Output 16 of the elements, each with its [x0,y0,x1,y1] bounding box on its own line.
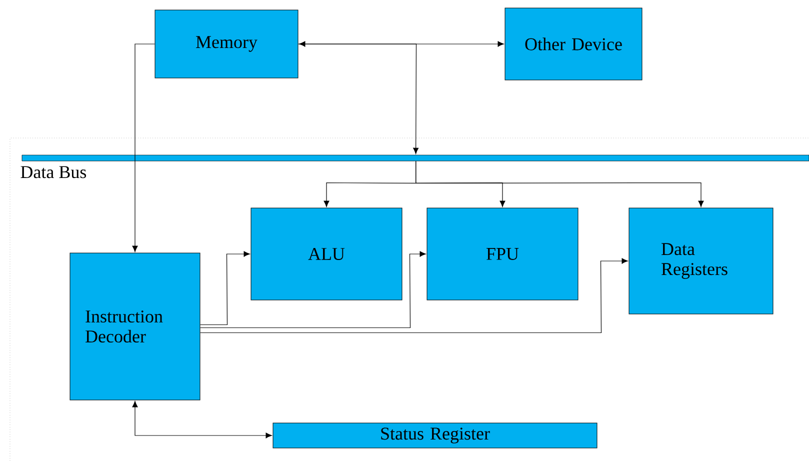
component-box: Other Device [504,8,642,80]
arrow [416,160,704,207]
arrow [200,251,426,328]
component-box: FPU [426,208,578,300]
component-box: ALU [250,208,402,300]
arrow [132,401,272,438]
component-box: Instruction Decoder [70,252,200,400]
bus-label: Data Bus [20,166,86,178]
component-box: Status Register [272,422,598,448]
arrow [132,44,156,252]
arrow [299,41,504,47]
arrow [298,44,419,154]
component-box: Data Registers [628,208,774,314]
arrow [200,251,250,326]
arrow [200,258,628,334]
component-box: Memory [154,10,298,78]
